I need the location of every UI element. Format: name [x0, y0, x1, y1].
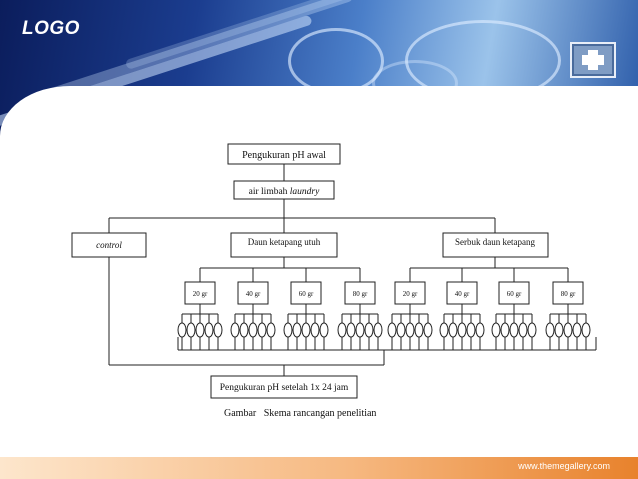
footer-url: www.themegallery.com [518, 461, 610, 471]
replicate-unit [239, 322, 249, 338]
replicate-unit [518, 322, 528, 338]
dose-box [237, 281, 269, 305]
replicate-unit [572, 322, 582, 338]
replicate-unit [213, 322, 223, 338]
dose-box [394, 281, 426, 305]
replicate-unit [230, 322, 240, 338]
replicate-unit [387, 322, 397, 338]
replicate-unit [355, 322, 365, 338]
dose-label: 60 gr [507, 290, 522, 298]
replicate-unit [563, 322, 573, 338]
replicate-unit [423, 322, 433, 338]
replicate-unit [301, 322, 311, 338]
dose-box [344, 281, 376, 305]
dose-label: 80 gr [561, 290, 576, 298]
replicate-unit [364, 322, 374, 338]
initial-ph-label: Pengukuran pH awal [242, 150, 326, 161]
dose-label: 80 gr [353, 290, 368, 298]
box-leaf-powder [442, 232, 549, 258]
replicate-unit [195, 322, 205, 338]
dose-label: 20 gr [403, 290, 418, 298]
replicate-unit [448, 322, 458, 338]
replicate-units [177, 322, 591, 338]
replicate-unit [310, 322, 320, 338]
replicate-unit [475, 322, 485, 338]
replicate-unit [509, 322, 519, 338]
replicate-unit [346, 322, 356, 338]
replicate-unit [527, 322, 537, 338]
figure-caption: Gambar Skema rancangan penelitian [224, 408, 377, 419]
replicate-unit [554, 322, 564, 338]
replicate-unit [292, 322, 302, 338]
cross-badge [570, 42, 616, 78]
wastewater-label: air limbah laundry [249, 187, 320, 197]
replicate-unit [466, 322, 476, 338]
dose-boxes: 20 gr 40 gr 60 gr 80 gr 20 gr 40 gr 60 gr 80 gr [184, 281, 584, 305]
dose-label: 40 gr [455, 290, 470, 298]
box-whole-leaf [230, 232, 338, 258]
replicate-unit [500, 322, 510, 338]
replicate-unit [337, 322, 347, 338]
footer-bar: www.themegallery.com [0, 457, 638, 479]
replicate-unit [545, 322, 555, 338]
replicate-unit [186, 322, 196, 338]
replicate-unit [204, 322, 214, 338]
replicate-unit [266, 322, 276, 338]
dose-label: 40 gr [246, 290, 261, 298]
dose-label: 60 gr [299, 290, 314, 298]
logo: LOGO [22, 18, 80, 39]
replicate-unit [177, 322, 187, 338]
dose-box [498, 281, 530, 305]
replicate-unit [396, 322, 406, 338]
replicate-unit [414, 322, 424, 338]
replicate-unit [581, 322, 591, 338]
box-control [71, 232, 147, 258]
dose-box [290, 281, 322, 305]
replicate-unit [405, 322, 415, 338]
dose-box [184, 281, 216, 305]
leaf-powder-label: Serbuk daun ketapang [455, 237, 535, 247]
replicate-unit [439, 322, 449, 338]
connector-lines [108, 164, 597, 376]
cross-icon [582, 50, 604, 70]
replicate-unit [491, 322, 501, 338]
box-wastewater [233, 180, 335, 200]
box-final-ph [210, 375, 358, 399]
dose-label: 20 gr [193, 290, 208, 298]
replicate-unit [248, 322, 258, 338]
replicate-unit [373, 322, 383, 338]
replicate-unit [283, 322, 293, 338]
wastewater-italic: laundry [290, 187, 320, 197]
whole-leaf-label: Daun ketapang utuh [248, 237, 321, 247]
wastewater-prefix: air limbah [249, 187, 290, 197]
dose-box [446, 281, 478, 305]
final-ph-label: Pengukuran pH setelah 1x 24 jam [220, 383, 349, 393]
dose-box [552, 281, 584, 305]
box-initial-ph [227, 143, 341, 165]
replicate-unit [457, 322, 467, 338]
replicate-unit [319, 322, 329, 338]
replicate-unit [257, 322, 267, 338]
control-label: control [96, 240, 122, 250]
